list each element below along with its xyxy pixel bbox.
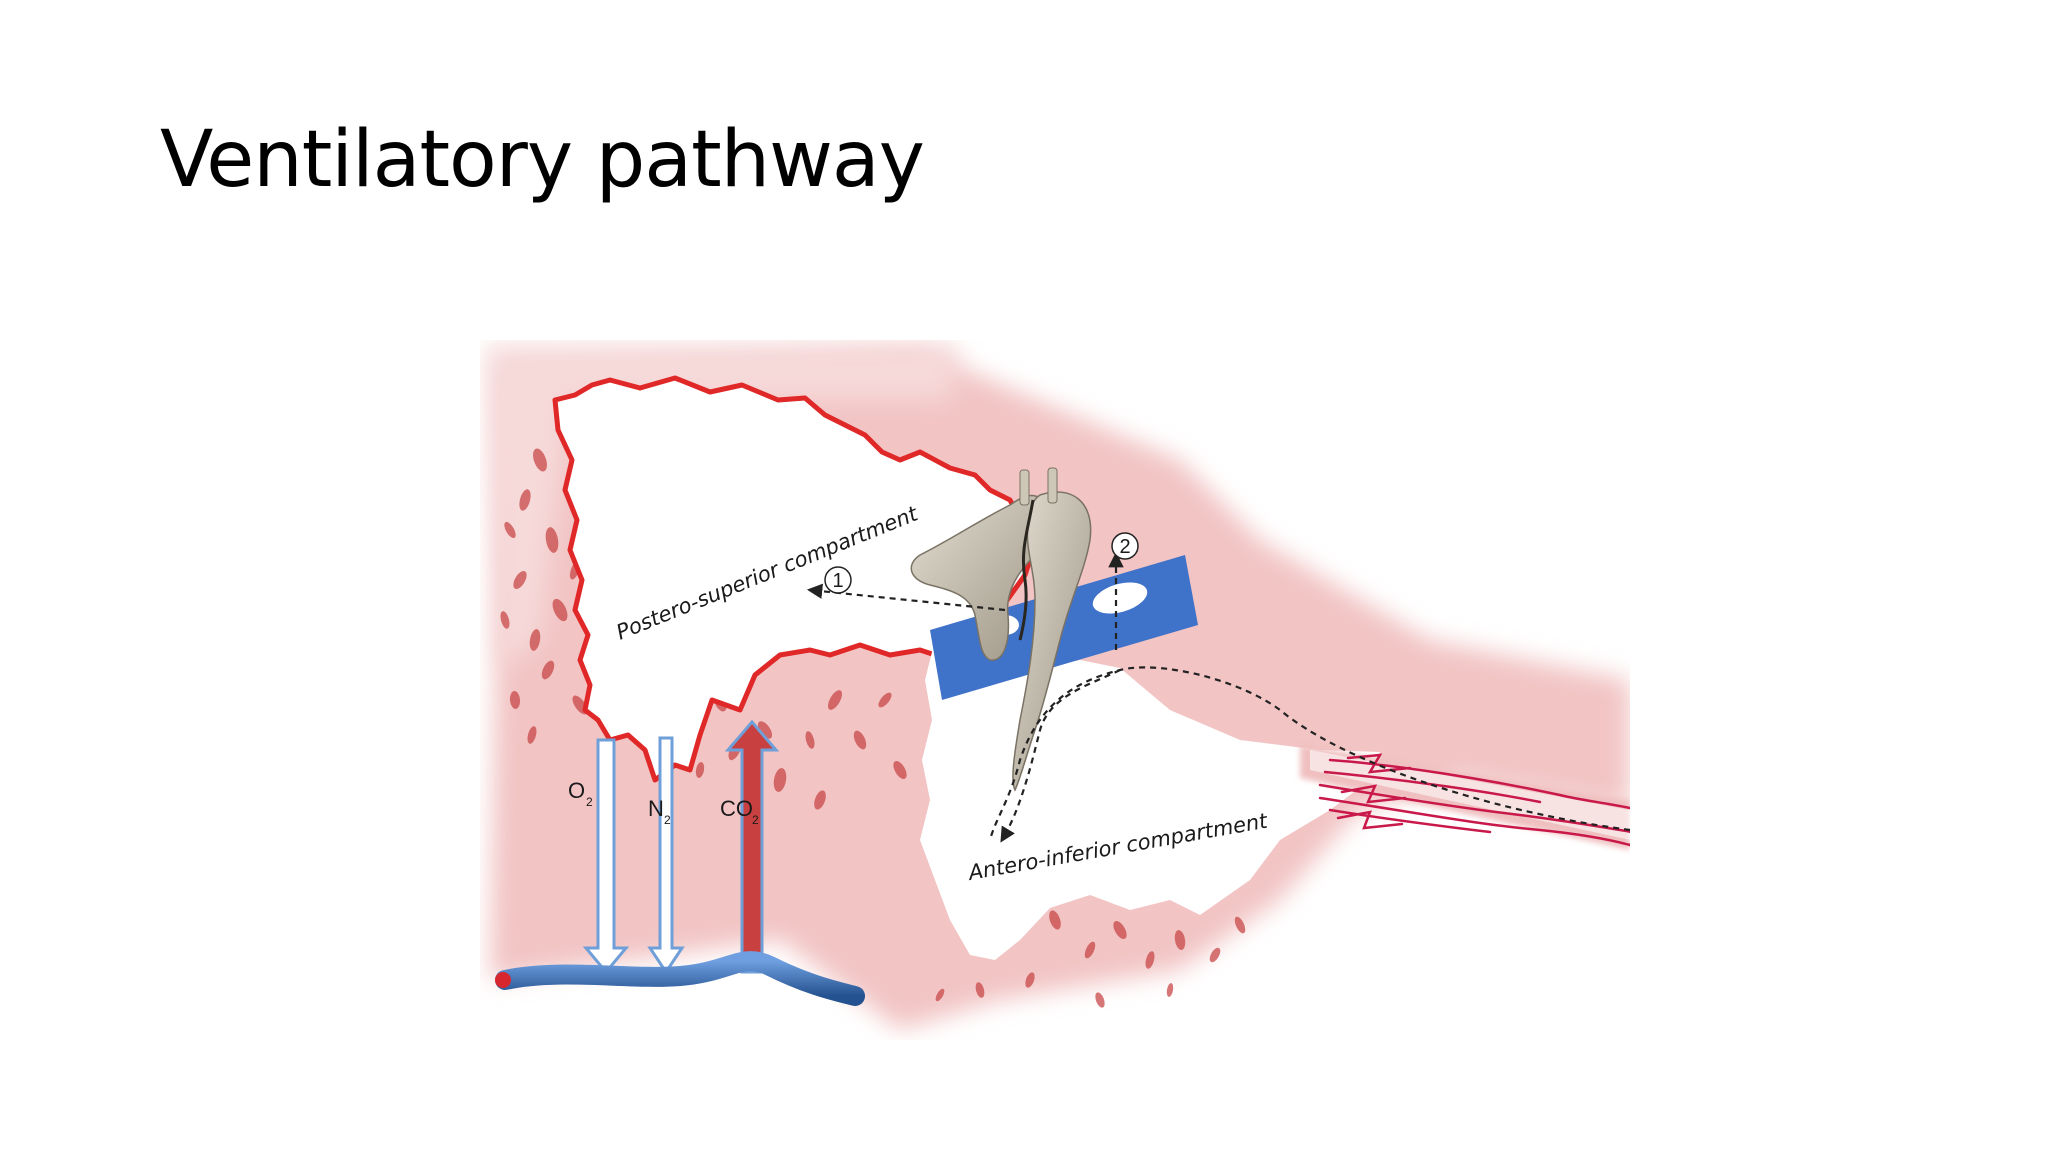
ossicular-chain bbox=[910, 467, 1092, 792]
svg-text:2: 2 bbox=[752, 813, 759, 827]
gas-arrow-n2 bbox=[647, 736, 685, 975]
slide-title: Ventilatory pathway bbox=[160, 115, 925, 205]
middle-ear-illustration: 1 2 Postero-superior compartment Antero-… bbox=[480, 340, 1630, 1040]
route-1-marker: 1 bbox=[824, 566, 852, 594]
svg-text:2: 2 bbox=[664, 813, 671, 827]
route-2-marker: 2 bbox=[1111, 532, 1139, 560]
svg-text:1: 1 bbox=[832, 570, 843, 592]
svg-text:N: N bbox=[648, 796, 664, 821]
svg-text:O: O bbox=[568, 778, 585, 803]
gas-arrow-co2 bbox=[724, 719, 780, 974]
tube-muscle-annotation bbox=[1318, 753, 1630, 847]
blood-vessel bbox=[495, 951, 865, 1006]
postero-superior-compartment bbox=[552, 375, 1038, 783]
gas-arrow-o2 bbox=[582, 738, 630, 975]
gas-label-o2: O 2 bbox=[568, 778, 593, 809]
ventilation-diagram: 1 2 Postero-superior compartment Antero-… bbox=[480, 340, 1630, 1040]
gas-label-n2: N 2 bbox=[648, 796, 671, 827]
ventilation-routes bbox=[806, 551, 1630, 843]
svg-text:2: 2 bbox=[1119, 536, 1130, 558]
svg-text:2: 2 bbox=[586, 795, 593, 809]
gas-label-co2: CO 2 bbox=[720, 796, 759, 827]
svg-text:CO: CO bbox=[720, 796, 753, 821]
